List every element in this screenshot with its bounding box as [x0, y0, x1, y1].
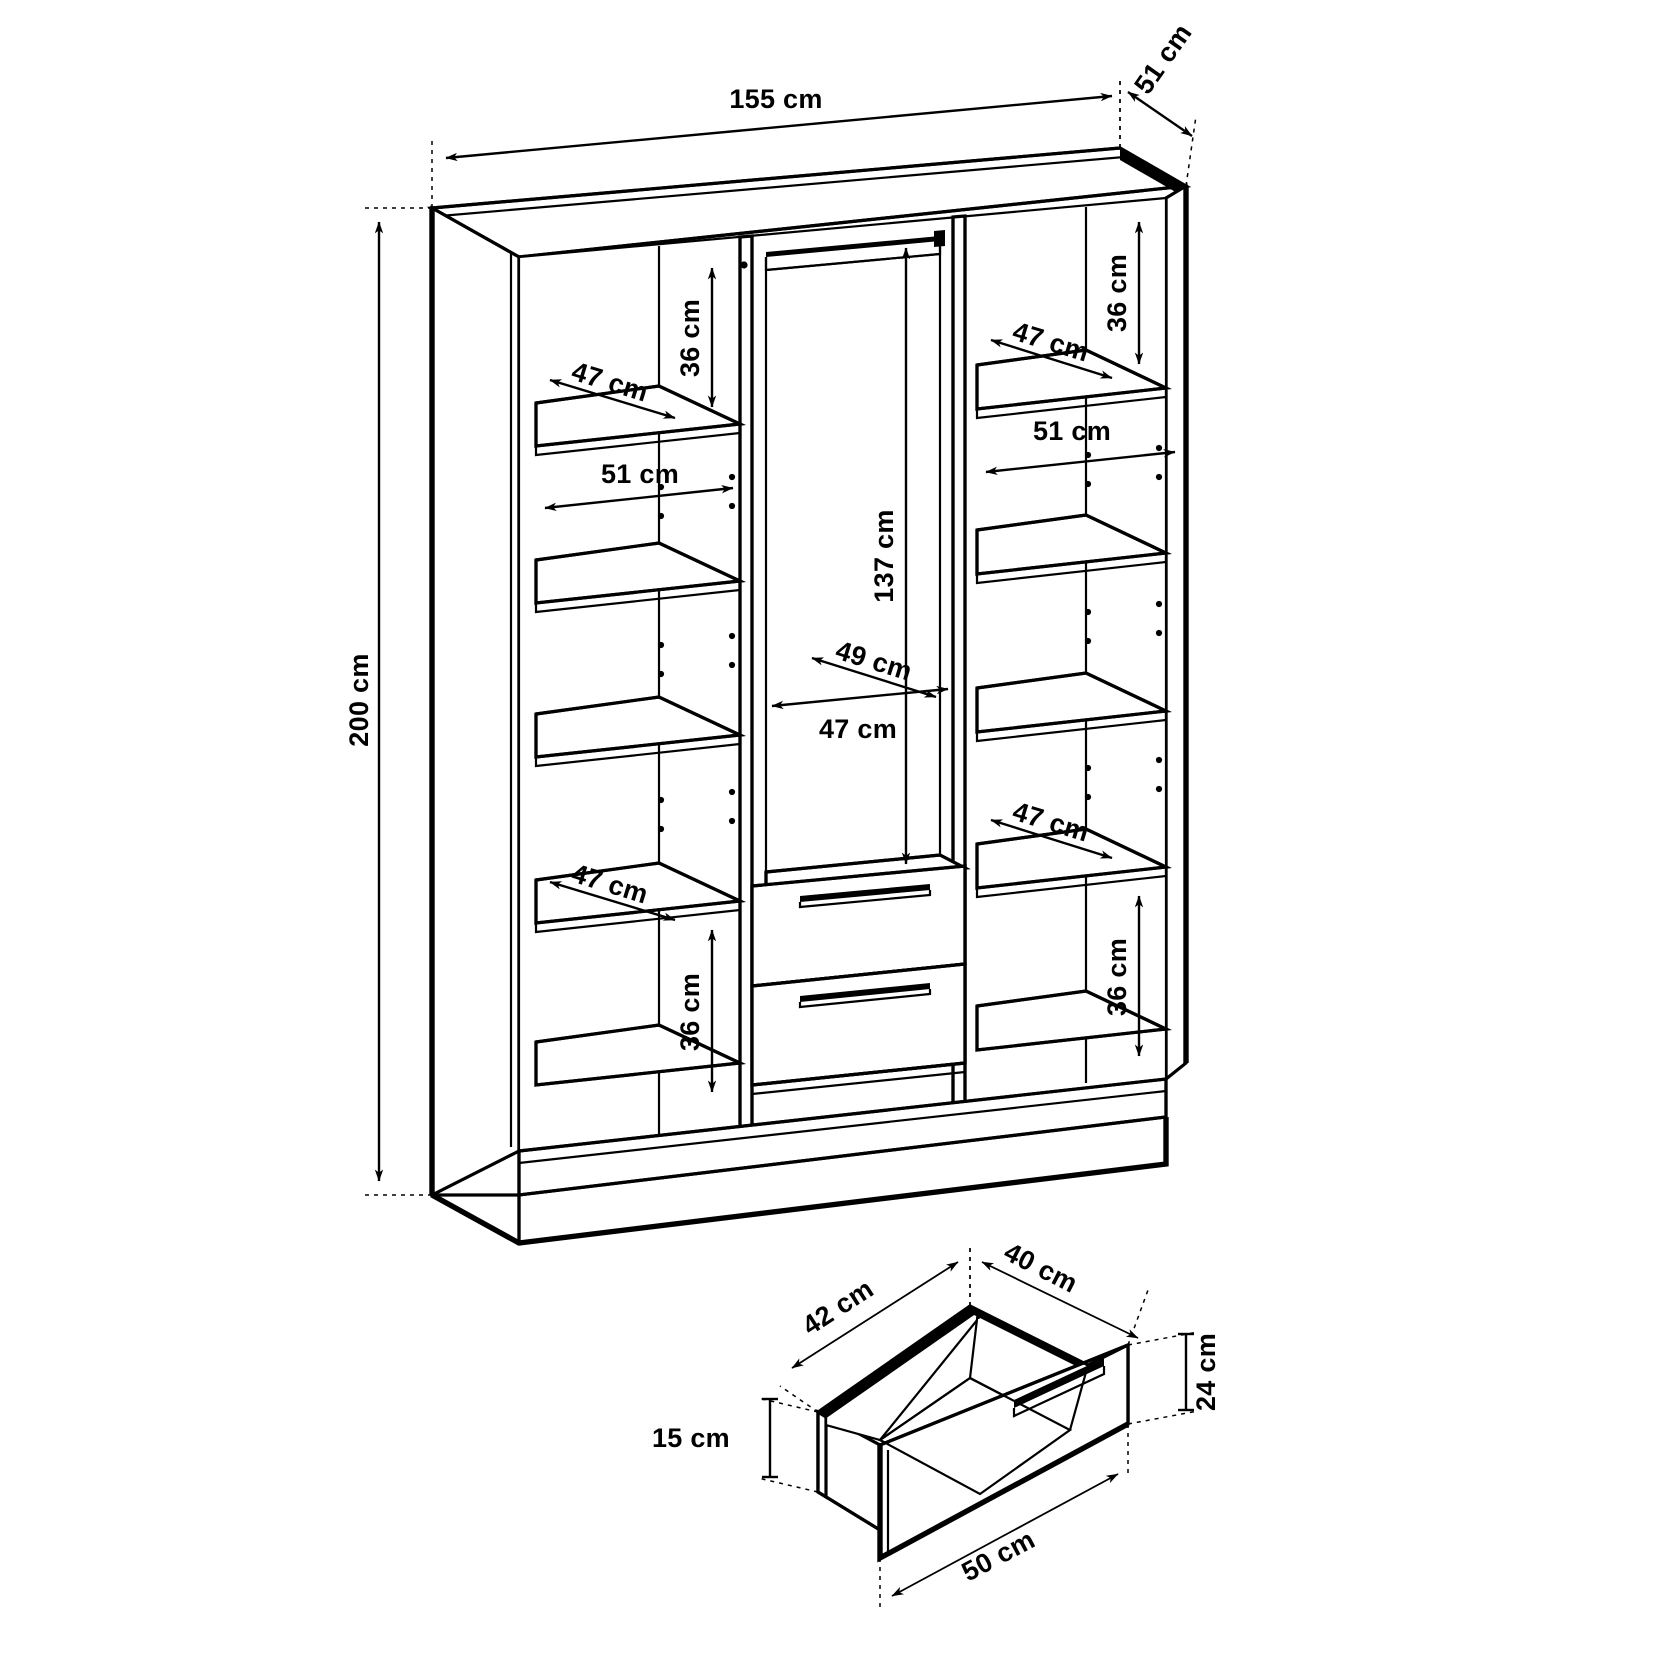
dimension-drawer-15: 15 cm — [652, 1397, 819, 1493]
dim-label-drawer-50: 50 cm — [957, 1524, 1040, 1587]
left-shelf-3 — [534, 695, 746, 768]
dimension-right-51: 51 cm — [985, 416, 1176, 475]
dim-label-depth-51: 51 cm — [1128, 18, 1197, 99]
dimension-left-36-bottom: 36 cm — [675, 929, 717, 1093]
drawer-detail: 42 cm 40 cm 15 cm 24 cm — [652, 1237, 1221, 1610]
plinth-base — [430, 1077, 1169, 1246]
wardrobe-body — [426, 146, 1192, 1246]
dimension-center-47: 47 cm — [771, 685, 949, 744]
dim-label-drawer-42: 42 cm — [797, 1273, 879, 1341]
right-shelf-3 — [975, 671, 1172, 743]
dim-label-drawer-40: 40 cm — [999, 1237, 1082, 1299]
dim-label-center-137: 137 cm — [869, 509, 899, 602]
right-shelf-2 — [975, 513, 1172, 585]
dim-label-width-155: 155 cm — [729, 84, 822, 114]
divider-left — [738, 234, 754, 1142]
dimension-left-51: 51 cm — [544, 459, 734, 511]
dim-label-right-51: 51 cm — [1033, 416, 1111, 446]
left-bottom-board — [534, 1023, 746, 1087]
drawer-box — [816, 1304, 1130, 1563]
left-shelf-2 — [534, 541, 746, 614]
dimension-right-36-bottom: 36 cm — [1102, 895, 1144, 1057]
right-column-shelves — [975, 348, 1172, 1052]
dim-label-drawer-24: 24 cm — [1191, 1333, 1221, 1411]
dimension-height-200: 200 cm — [344, 207, 432, 1196]
rail-hole-icon — [740, 261, 748, 269]
dim-label-right-36-top: 36 cm — [1102, 254, 1132, 332]
left-side-panel — [429, 205, 521, 1198]
center-bottom-board — [751, 1061, 966, 1096]
dimension-drawer-24: 24 cm — [1127, 1331, 1221, 1425]
dim-label-center-47: 47 cm — [819, 714, 897, 744]
dim-label-right-36-bottom: 36 cm — [1102, 938, 1132, 1016]
rail-bracket — [934, 230, 945, 247]
dim-label-height-200: 200 cm — [344, 653, 374, 746]
dim-label-left-36-top: 36 cm — [675, 299, 705, 377]
dim-label-left-36-bottom: 36 cm — [675, 973, 705, 1051]
drawer-front-upper[interactable] — [750, 864, 967, 988]
right-side-panel — [1164, 183, 1189, 1083]
dimension-right-36-top: 36 cm — [1102, 221, 1144, 365]
dim-label-drawer-15: 15 cm — [652, 1423, 730, 1453]
dim-label-left-51: 51 cm — [601, 459, 679, 489]
right-bottom-board — [975, 989, 1172, 1052]
dimension-center-137: 137 cm — [869, 247, 911, 865]
dimension-left-36-top: 36 cm — [675, 267, 717, 408]
center-column — [740, 230, 971, 1096]
